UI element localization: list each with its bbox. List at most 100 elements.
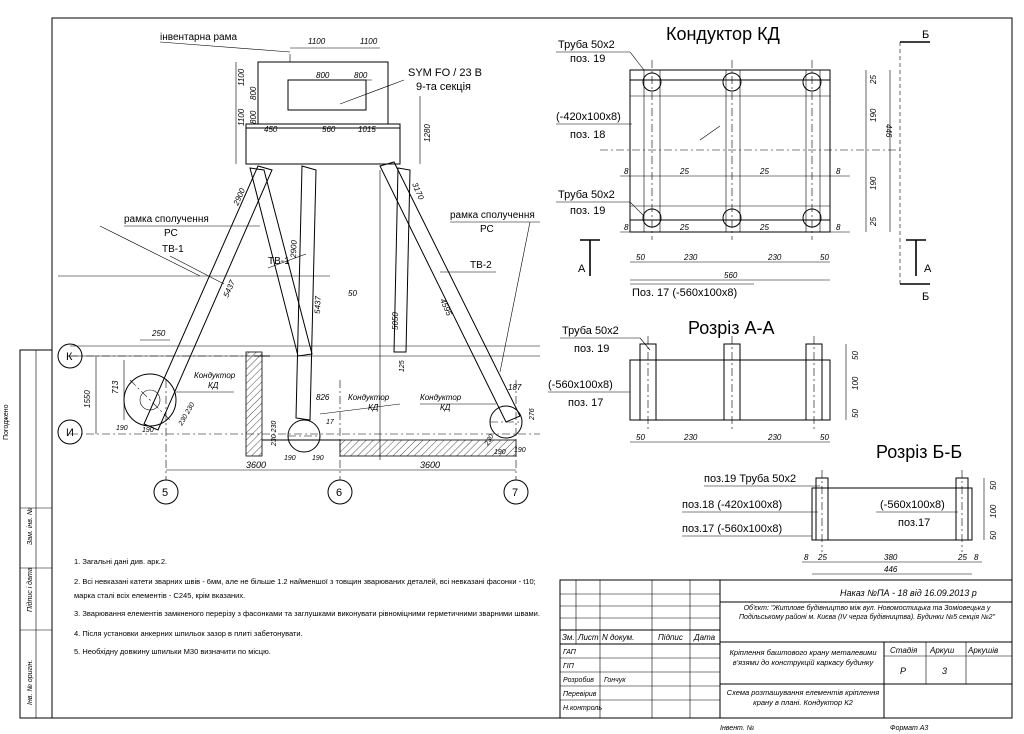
svg-text:поз. 19: поз. 19 <box>570 53 605 65</box>
svg-text:поз.18 (-420х100х8): поз.18 (-420х100х8) <box>682 499 782 511</box>
object-description: Об'єкт: "Житлове будівництво між вул. Но… <box>738 605 996 621</box>
svg-text:поз.19 Труба 50х2: поз.19 Труба 50х2 <box>704 473 796 485</box>
conductor-view: Кондуктор КД Труба 50х2 поз. 19 (-420х10… <box>556 24 932 303</box>
svg-text:50: 50 <box>851 351 860 360</box>
svg-text:Гончук: Гончук <box>604 677 626 684</box>
svg-text:Розробив: Розробив <box>563 676 594 684</box>
svg-text:2900: 2900 <box>289 239 299 259</box>
svg-text:25: 25 <box>679 223 689 232</box>
svg-text:560: 560 <box>724 271 738 280</box>
svg-text:рамка сполучення: рамка сполучення <box>124 214 209 225</box>
svg-text:Перевірив: Перевірив <box>563 690 597 698</box>
svg-text:50: 50 <box>989 531 998 540</box>
svg-text:276: 276 <box>529 408 536 421</box>
svg-text:190: 190 <box>514 447 526 454</box>
svg-text:Аркуш: Аркуш <box>929 646 955 655</box>
svg-text:8: 8 <box>624 223 629 232</box>
svg-text:Стадія: Стадія <box>890 646 918 655</box>
svg-text:КД: КД <box>208 381 219 390</box>
svg-text:N докум.: N докум. <box>602 633 634 642</box>
svg-text:поз. 17: поз. 17 <box>568 397 603 409</box>
svg-text:Аркушів: Аркушів <box>967 646 998 655</box>
svg-text:рамка сполучення: рамка сполучення <box>450 210 535 221</box>
svg-text:И: И <box>66 427 74 439</box>
svg-text:4595: 4595 <box>438 297 454 317</box>
svg-text:(-560х100х8): (-560х100х8) <box>880 499 945 511</box>
svg-text:50: 50 <box>636 433 645 442</box>
svg-text:1100: 1100 <box>237 108 246 126</box>
svg-text:1280: 1280 <box>423 124 432 142</box>
svg-text:РС: РС <box>164 228 178 239</box>
svg-text:1100: 1100 <box>237 68 246 86</box>
svg-text:Підпис: Підпис <box>658 633 683 642</box>
svg-text:1100: 1100 <box>360 37 378 46</box>
svg-text:50: 50 <box>989 481 998 490</box>
svg-text:ГАП: ГАП <box>563 649 577 656</box>
svg-text:25: 25 <box>957 553 967 562</box>
svg-text:5050: 5050 <box>391 312 400 330</box>
side-approved: Погоджено <box>3 404 10 440</box>
svg-text:230: 230 <box>767 433 782 442</box>
svg-text:8: 8 <box>974 553 979 562</box>
section-bb: Розріз Б-Б поз.19 Труба 50х2 поз.18 (-42… <box>682 442 998 575</box>
svg-text:25: 25 <box>869 75 878 85</box>
svg-text:25: 25 <box>869 217 878 227</box>
svg-text:А: А <box>924 263 932 275</box>
svg-text:РС: РС <box>480 224 494 235</box>
svg-text:Зм.: Зм. <box>562 633 575 642</box>
svg-text:190: 190 <box>116 425 128 432</box>
svg-text:446: 446 <box>884 565 898 574</box>
svg-text:Р: Р <box>900 666 906 676</box>
note-4: 4. Після установки анкерних шпильок зазо… <box>74 629 303 638</box>
svg-text:поз.17 (-560х100х8): поз.17 (-560х100х8) <box>682 523 782 535</box>
svg-text:230: 230 <box>767 253 782 262</box>
svg-text:(-420х100х8): (-420х100х8) <box>556 111 621 123</box>
axis-i <box>57 419 83 445</box>
svg-text:380: 380 <box>884 553 898 562</box>
svg-text:800: 800 <box>354 71 368 80</box>
svg-text:поз. 18: поз. 18 <box>570 129 605 141</box>
svg-text:поз. 19: поз. 19 <box>574 343 609 355</box>
svg-text:187: 187 <box>508 383 522 392</box>
svg-text:1100: 1100 <box>308 37 326 46</box>
svg-text:560: 560 <box>322 125 336 134</box>
svg-text:ТВ-1: ТВ-1 <box>268 256 290 267</box>
svg-text:230 230: 230 230 <box>177 401 196 427</box>
title-conductor: Кондуктор КД <box>666 24 780 44</box>
brace-tv2 <box>379 161 521 423</box>
axis-k <box>57 343 83 369</box>
svg-text:1015: 1015 <box>358 125 376 134</box>
svg-text:ТВ-1: ТВ-1 <box>162 244 184 255</box>
svg-text:6: 6 <box>336 487 342 499</box>
svg-text:25: 25 <box>759 167 769 176</box>
svg-text:Дата: Дата <box>693 633 716 642</box>
svg-text:50: 50 <box>636 253 645 262</box>
svg-text:17: 17 <box>326 419 335 426</box>
svg-text:800: 800 <box>249 110 258 124</box>
svg-text:800: 800 <box>249 86 258 100</box>
svg-text:1550: 1550 <box>83 390 92 408</box>
svg-text:8: 8 <box>836 223 841 232</box>
svg-text:Поз. 17 (-560х100х8): Поз. 17 (-560х100х8) <box>632 287 737 299</box>
svg-text:446: 446 <box>884 124 893 138</box>
side-inv-replace: Зам. інв. № <box>26 507 34 545</box>
svg-text:КД: КД <box>440 403 451 412</box>
svg-text:Кондуктор: Кондуктор <box>348 393 390 402</box>
svg-text:Труба 50х2: Труба 50х2 <box>562 325 619 337</box>
svg-text:К: К <box>66 351 73 363</box>
svg-text:8: 8 <box>624 167 629 176</box>
side-signature: Підпис і дата <box>26 567 34 612</box>
svg-text:А: А <box>578 263 586 275</box>
note-2b: марка сталі всіх елементів - С245, крім … <box>74 591 245 600</box>
svg-text:Кондуктор: Кондуктор <box>420 393 462 402</box>
svg-text:800: 800 <box>316 71 330 80</box>
svg-text:450: 450 <box>264 125 278 134</box>
svg-text:3: 3 <box>942 666 947 676</box>
svg-text:100: 100 <box>989 504 998 518</box>
brace-tv1-mid <box>295 165 317 421</box>
title-block: Зм. Лист N докум. Підпис Дата ГАП ГІП Ро… <box>559 579 1013 732</box>
svg-text:25: 25 <box>817 553 827 562</box>
svg-text:8: 8 <box>804 553 809 562</box>
svg-text:3600: 3600 <box>420 460 440 470</box>
